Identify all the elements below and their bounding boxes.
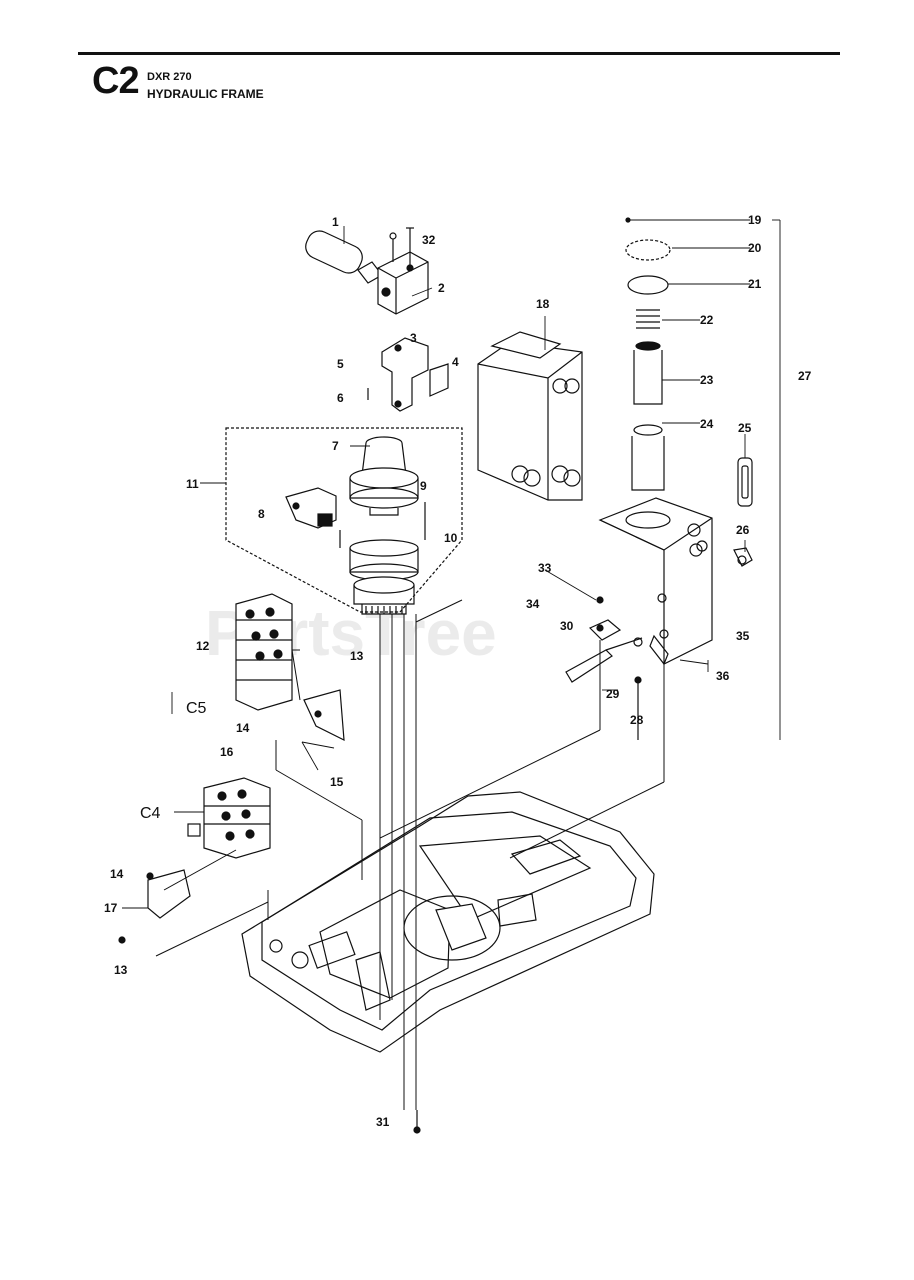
bolt-32: [389, 227, 414, 268]
callout-14-lower: 14: [110, 867, 124, 881]
callout-18: 18: [536, 297, 550, 311]
bracket-8: [285, 487, 341, 548]
callout-15: 15: [330, 775, 344, 789]
swing-gear: [349, 539, 419, 615]
callout-9: 9: [420, 479, 427, 493]
callout-27: 27: [798, 369, 812, 383]
bracket-25: [737, 457, 753, 507]
callout-35: 35: [736, 629, 750, 643]
callout-labels: 1 2 3 4 5 6 7 8 9 10 11 12 13 13 14 14 1…: [104, 213, 812, 1129]
callout-28: 28: [630, 713, 644, 727]
assembly-lines: [155, 599, 665, 1110]
callout-22: 22: [700, 313, 714, 327]
callout-5: 5: [337, 357, 344, 371]
callout-24: 24: [700, 417, 714, 431]
cylinder-30: [565, 637, 643, 683]
model-name: DXR 270: [147, 71, 192, 83]
callout-14-upper: 14: [236, 721, 250, 735]
callout-30: 30: [560, 619, 574, 633]
callout-1: 1: [332, 215, 339, 229]
callout-23: 23: [700, 373, 714, 387]
header-rule: [78, 52, 840, 55]
callout-4: 4: [452, 355, 459, 369]
hydraulic-frame-base: [241, 791, 655, 1053]
callout-31: 31: [376, 1115, 390, 1129]
callout-20: 20: [748, 241, 762, 255]
callout-2: 2: [438, 281, 445, 295]
callout-29: 29: [606, 687, 620, 701]
lever-valve-assembly: [305, 230, 429, 315]
callout-26: 26: [736, 523, 750, 537]
callout-25: 25: [738, 421, 752, 435]
callout-c5: C5: [186, 700, 207, 717]
callout-10: 10: [444, 531, 458, 545]
callout-21: 21: [748, 277, 762, 291]
callout-36: 36: [716, 669, 730, 683]
callout-7: 7: [332, 439, 339, 453]
control-valve-c4: [187, 777, 271, 859]
callout-13-upper: 13: [350, 649, 364, 663]
manifold-35: [598, 497, 713, 666]
callout-11: 11: [186, 477, 199, 491]
group-11-frame: [225, 427, 463, 613]
bracket-3: [367, 337, 449, 412]
leader-lines: [122, 219, 781, 909]
callout-c4: C4: [140, 805, 161, 822]
callout-19: 19: [748, 213, 762, 227]
callout-8: 8: [258, 507, 265, 521]
callout-34: 34: [526, 597, 540, 611]
hydraulic-tank-18: [477, 331, 583, 501]
plug-26: [733, 547, 753, 567]
callout-16: 16: [220, 745, 234, 759]
control-valve-c5: [235, 593, 293, 711]
callout-33: 33: [538, 561, 552, 575]
callout-17: 17: [104, 901, 118, 915]
filter-stack: [625, 217, 671, 491]
section-title: HYDRAULIC FRAME: [147, 87, 264, 101]
callout-6: 6: [337, 391, 344, 405]
callout-32: 32: [422, 233, 436, 247]
callout-3: 3: [410, 331, 417, 345]
callout-13-lower: 13: [114, 963, 128, 977]
bracket-17: [118, 869, 191, 944]
plate-33: [588, 596, 622, 641]
swing-motor-7: [349, 436, 419, 516]
section-code: C2: [92, 60, 140, 102]
bracket-15: [303, 689, 345, 742]
callout-12: 12: [196, 639, 210, 653]
